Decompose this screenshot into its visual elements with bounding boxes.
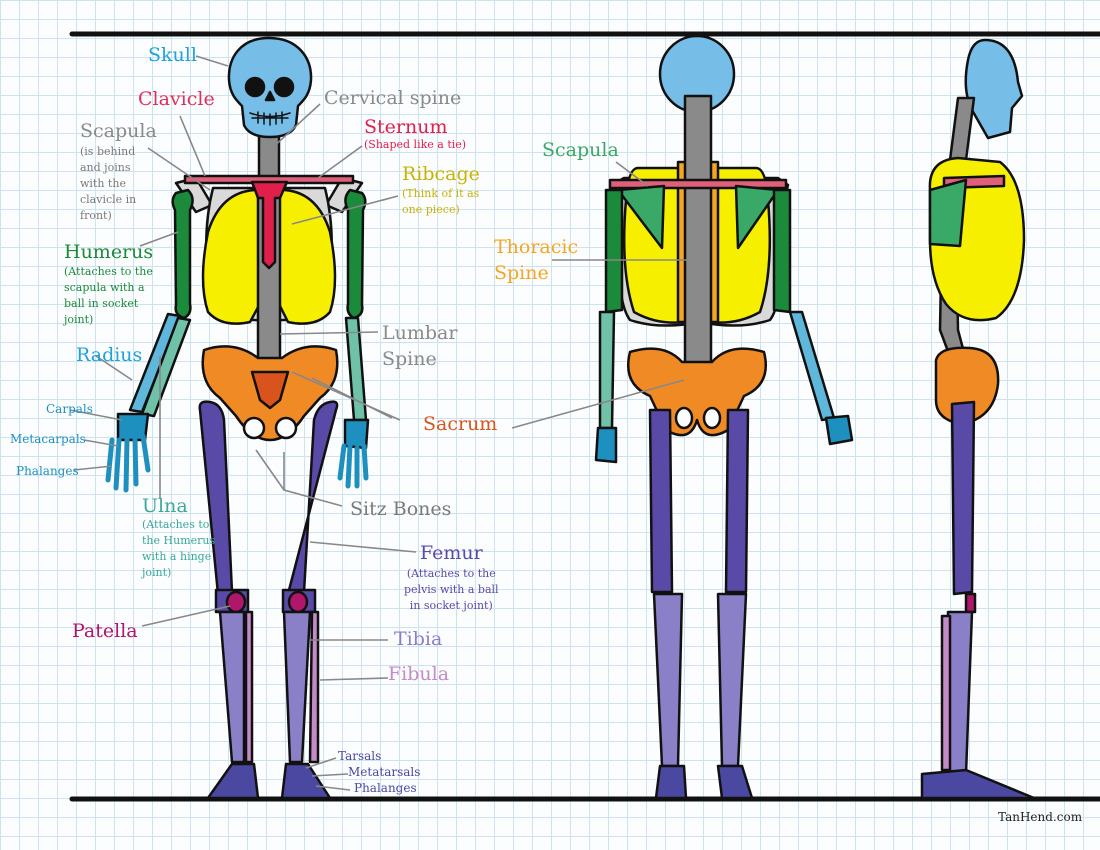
label-cervical-spine: Cervical spine bbox=[324, 87, 462, 109]
front-ribcage-left bbox=[201, 188, 264, 325]
front-femur-left bbox=[198, 400, 234, 596]
label-metatarsals: Metatarsals bbox=[348, 765, 421, 779]
front-fibula-right bbox=[308, 610, 320, 764]
side-patella bbox=[964, 592, 977, 614]
back-forearm-right bbox=[788, 310, 836, 422]
label-femur: Femur bbox=[420, 542, 483, 564]
label-scapula-note: (is behind and joins with the clavicle i… bbox=[80, 145, 137, 222]
back-pelvis-hole-right bbox=[702, 406, 722, 430]
back-hand-right bbox=[824, 414, 854, 446]
side-foot bbox=[920, 768, 1036, 800]
back-scapula-right bbox=[734, 184, 780, 250]
front-foot-right bbox=[280, 762, 332, 800]
label-phalanges-foot: Phalanges bbox=[354, 781, 417, 795]
front-patella-right bbox=[287, 590, 309, 614]
side-tibia bbox=[946, 610, 974, 776]
label-thoracic-spine: Thoracic Spine bbox=[494, 236, 579, 284]
label-patella: Patella bbox=[72, 620, 138, 642]
front-ulna-left bbox=[140, 316, 192, 418]
label-sacrum: Sacrum bbox=[423, 413, 498, 435]
front-pelvis-hole-left bbox=[242, 416, 266, 440]
label-humerus-note: (Attaches to the scapula with a ball in … bbox=[64, 265, 153, 326]
label-phalanges-hand: Phalanges bbox=[16, 464, 79, 478]
front-skull-nose bbox=[264, 90, 276, 102]
label-ulna-note: (Attaches to the Humerus with a hinge jo… bbox=[142, 518, 216, 579]
back-hand-left bbox=[594, 426, 618, 464]
back-femur-left bbox=[648, 408, 674, 594]
side-view bbox=[920, 38, 1036, 800]
front-ribcage-right bbox=[275, 188, 337, 325]
label-femur-note: (Attaches to the pelvis with a ball in s… bbox=[404, 567, 499, 612]
back-view bbox=[594, 34, 854, 800]
side-skull bbox=[964, 38, 1024, 140]
back-lowerleg-left bbox=[652, 592, 684, 768]
side-scapula bbox=[928, 178, 968, 248]
front-sacrum bbox=[250, 370, 290, 410]
back-forearm-left bbox=[598, 310, 616, 430]
label-ulna: Ulna bbox=[142, 495, 188, 517]
label-clavicle: Clavicle bbox=[138, 88, 215, 110]
label-back-scapula: Scapula bbox=[542, 139, 619, 161]
label-sternum: Sternum bbox=[364, 116, 448, 138]
front-view bbox=[105, 36, 370, 800]
front-pelvis-hole-right bbox=[274, 416, 298, 440]
front-skull bbox=[227, 36, 313, 139]
front-skull-eye-left bbox=[244, 76, 266, 98]
front-tibia-right bbox=[282, 610, 312, 764]
label-tibia: Tibia bbox=[394, 628, 443, 650]
front-fingers-left bbox=[105, 433, 151, 493]
credit-text: TanHend.com bbox=[998, 810, 1083, 824]
label-lumbar-spine: Lumbar Spine bbox=[382, 322, 458, 370]
label-ribcage-note: (Think of it as one piece) bbox=[402, 187, 480, 216]
label-humerus: Humerus bbox=[64, 241, 154, 263]
back-humerus-left bbox=[604, 188, 624, 314]
label-ribcage: Ribcage bbox=[402, 163, 480, 185]
front-tibia-left bbox=[218, 610, 246, 764]
label-radius: Radius bbox=[76, 344, 143, 366]
back-lowerleg-right bbox=[716, 592, 748, 768]
front-skull-eye-right bbox=[273, 76, 295, 98]
front-fingers-right bbox=[337, 443, 369, 489]
label-carpals: Carpals bbox=[46, 402, 93, 416]
label-tarsals: Tarsals bbox=[338, 749, 382, 763]
back-spine bbox=[683, 94, 713, 368]
back-humerus-right bbox=[772, 188, 792, 314]
label-fibula: Fibula bbox=[388, 663, 450, 685]
front-patella-left bbox=[225, 590, 247, 614]
side-fibula bbox=[940, 614, 952, 772]
back-femur-right bbox=[724, 408, 750, 594]
back-scapula-left bbox=[616, 184, 666, 250]
front-foot-left bbox=[206, 762, 260, 800]
label-sitz-bones: Sitz Bones bbox=[350, 498, 452, 520]
back-foot-left bbox=[654, 764, 688, 800]
label-skull-text: Skull bbox=[148, 44, 197, 66]
label-metacarpals: Metacarpals bbox=[10, 432, 86, 446]
label-scapula: Scapula bbox=[80, 120, 157, 142]
front-humerus-left bbox=[171, 188, 194, 320]
front-fibula-left bbox=[244, 610, 254, 764]
label-sternum-note: (Shaped like a tie) bbox=[364, 138, 467, 151]
side-femur bbox=[950, 400, 976, 596]
back-pelvis-hole-left bbox=[674, 406, 694, 430]
leader-lines bbox=[69, 55, 690, 791]
label-skull: Skull bbox=[148, 46, 197, 65]
back-foot-right bbox=[716, 764, 754, 800]
front-skull-teeth bbox=[249, 111, 291, 126]
back-clavicle bbox=[608, 178, 788, 190]
front-sternum bbox=[250, 180, 289, 270]
